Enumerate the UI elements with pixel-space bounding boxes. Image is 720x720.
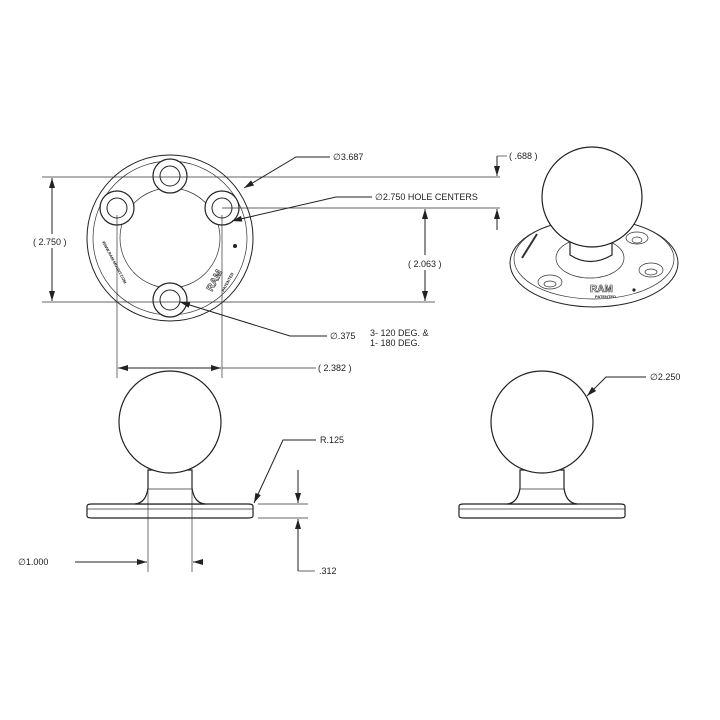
hole-pattern-1: 3- 120 DEG. &	[370, 328, 429, 338]
dim-ball-diameter: ∅2.250	[650, 372, 680, 382]
website-mark: WWW.RAM-MOUNT.COM	[101, 240, 128, 285]
ram-logo-iso: RAM	[590, 284, 613, 295]
dim-hole-diameter: ∅.375	[330, 331, 355, 341]
patented-mark-iso: PATENTED	[595, 294, 616, 299]
side-view-left: ∅1.000 R.125 .312	[18, 370, 344, 576]
side-view-right: ∅2.250	[458, 370, 680, 519]
dim-ball-offset: ( .688 )	[509, 151, 538, 161]
dim-hole-offset: ( 2.063 )	[408, 259, 442, 269]
dim-fillet-radius: R.125	[320, 435, 344, 445]
dim-base-thickness: .312	[319, 566, 337, 576]
top-view: RAM PATENTED WWW.RAM-MOUNT.COM	[86, 154, 254, 322]
mounting-holes	[99, 158, 240, 318]
dim-height: ( 2.750 )	[33, 237, 67, 247]
top-dimensions: ( 2.750 ) ( 2.063 ) ( .688 ) ( 2.382 ) ∅…	[30, 151, 538, 378]
hole-pattern-2: 1- 180 DEG.	[370, 338, 420, 348]
isometric-view: RAM PATENTED	[509, 146, 679, 308]
dim-hole-spacing: ( 2.382 )	[318, 363, 352, 373]
dim-outer-diameter: ∅3.687	[333, 152, 363, 162]
dim-neck-diameter: ∅1.000	[18, 557, 48, 567]
dim-hole-centers: ∅2.750 HOLE CENTERS	[375, 192, 478, 202]
